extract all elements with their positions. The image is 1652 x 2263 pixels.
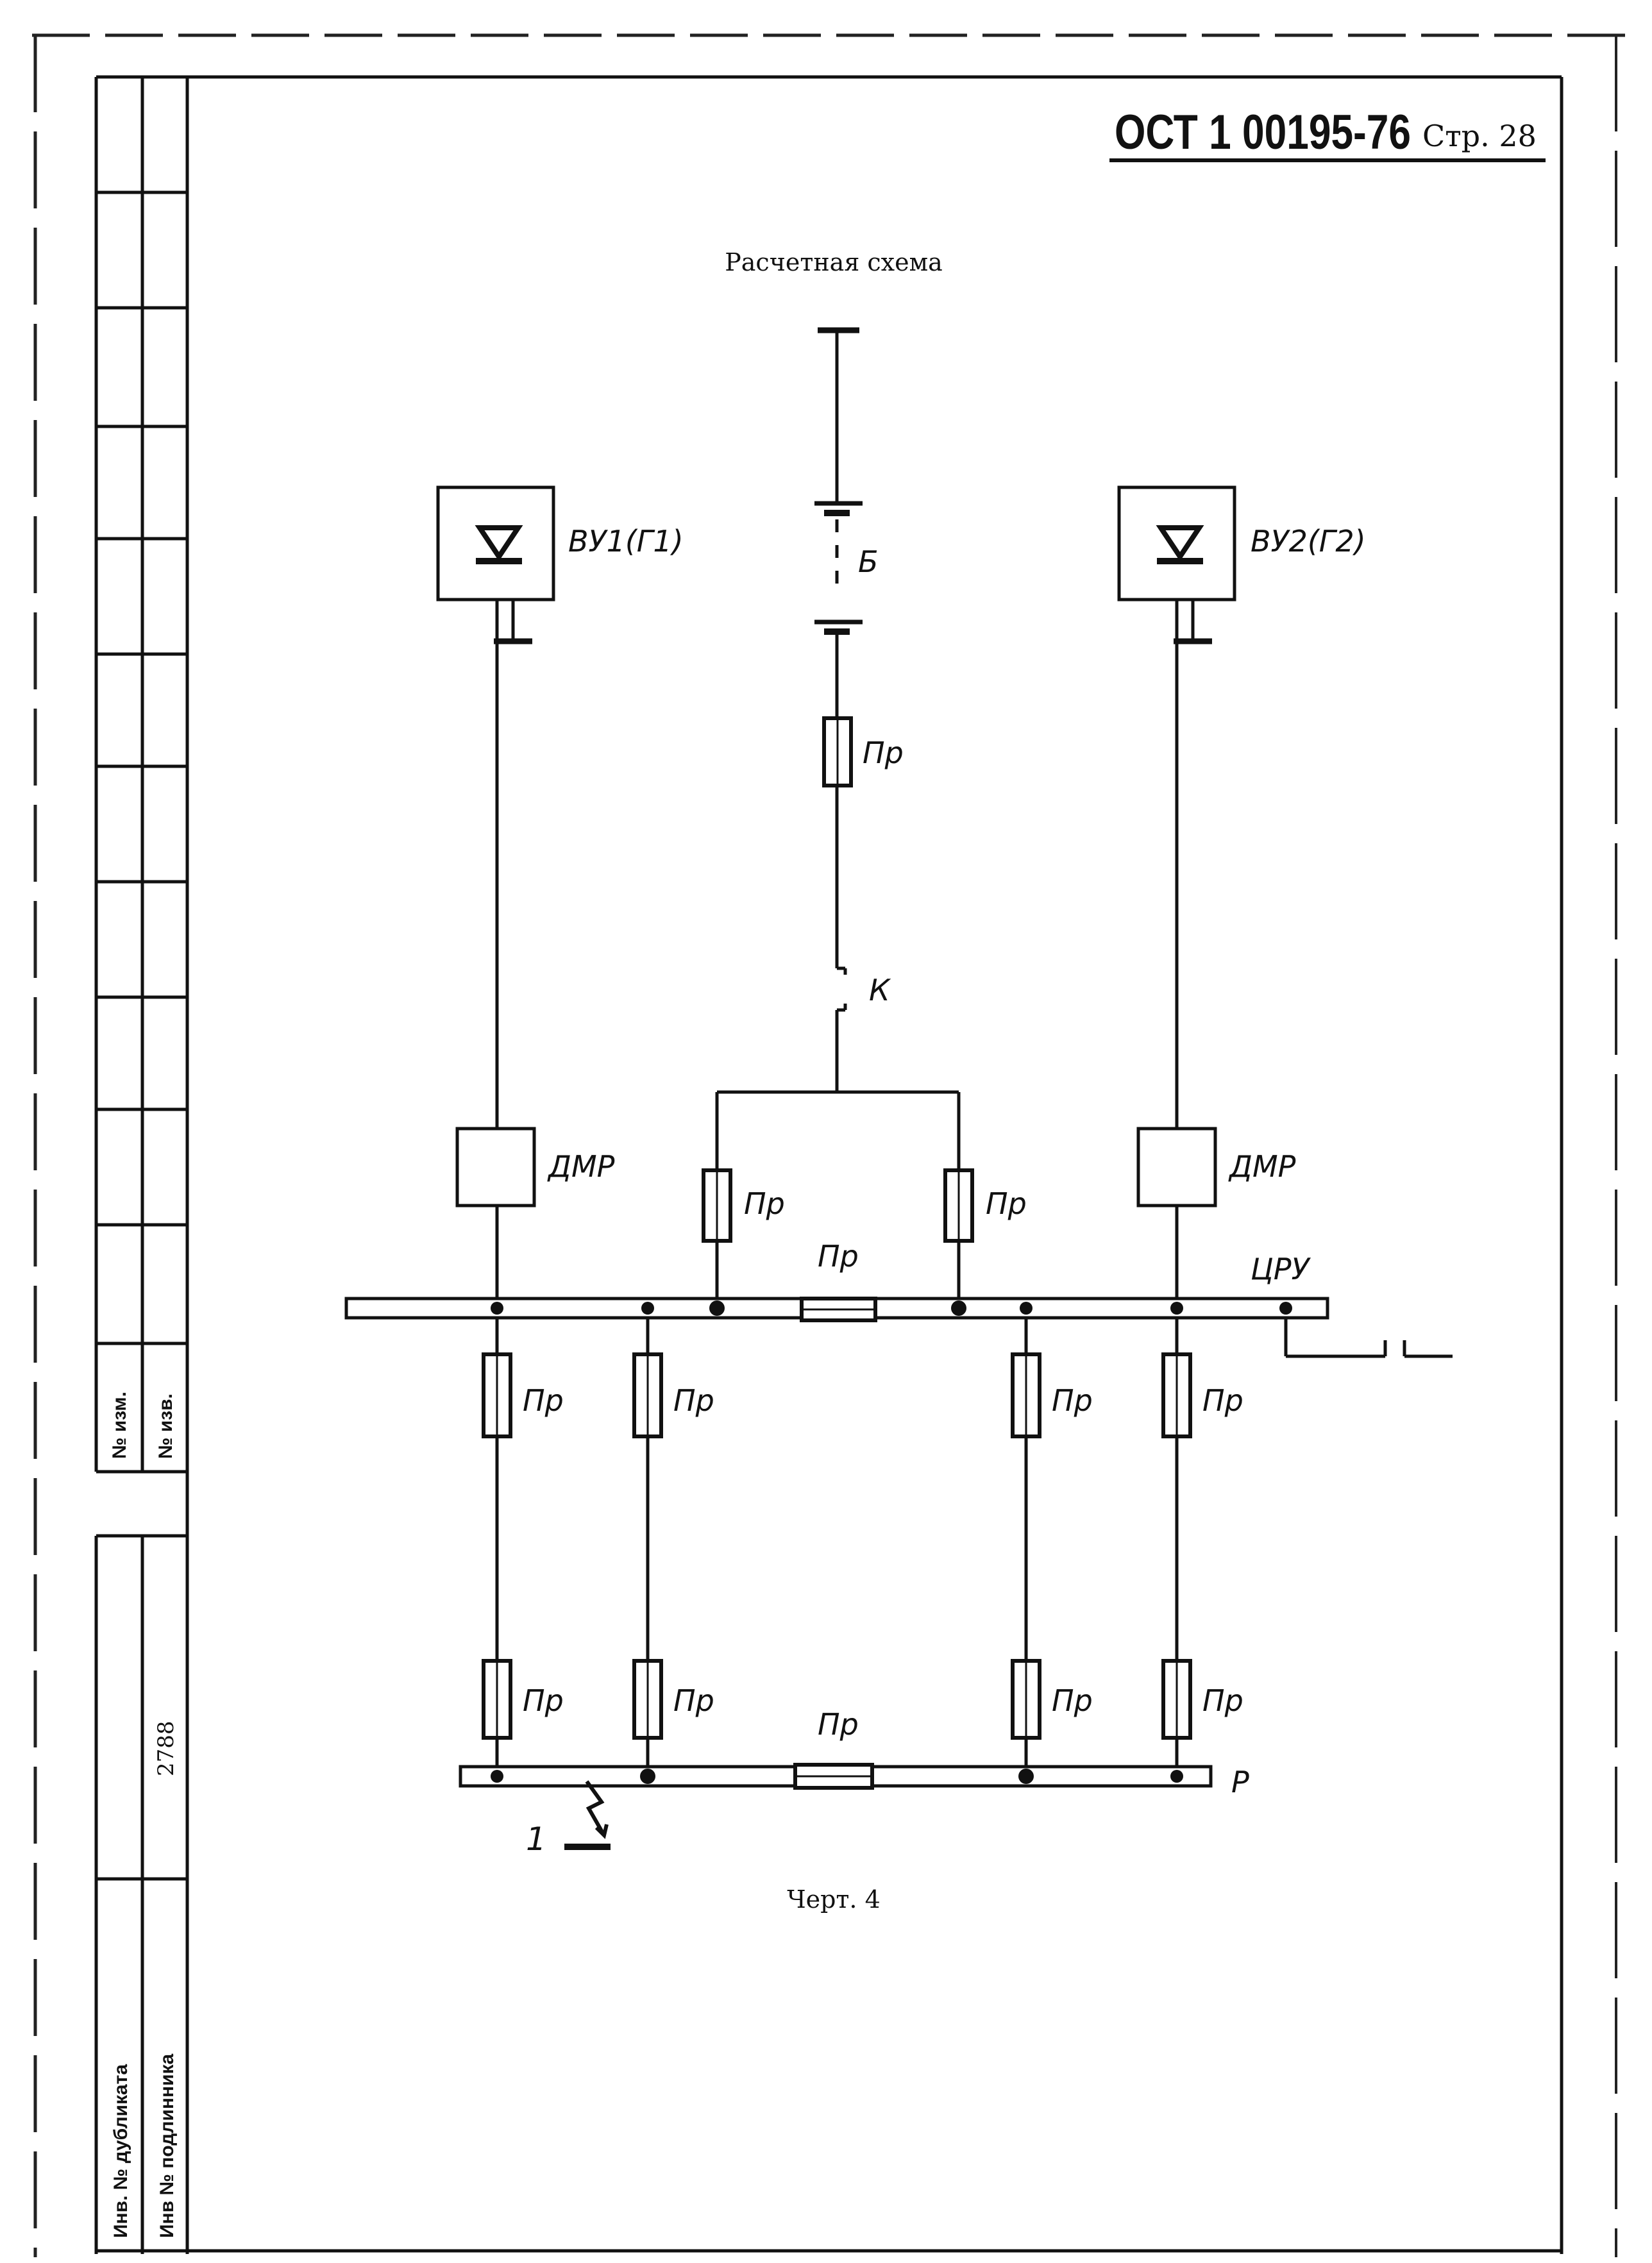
battery-symbol xyxy=(814,501,863,635)
rectifier-2-label: ВУ2(Г2) xyxy=(1251,524,1366,559)
fuse-label: Пр xyxy=(818,1239,859,1274)
fuse-feeder-1-bottom xyxy=(482,1659,512,1740)
relay-block-2 xyxy=(1136,1127,1217,1207)
page-number: Стр. 28 xyxy=(1422,119,1537,153)
inventory-number: 2788 xyxy=(153,1720,179,1776)
fuse-feeder-4-bottom xyxy=(1161,1659,1192,1740)
fuse-label: Пр xyxy=(523,1683,564,1718)
fuse-feeder-2-bottom xyxy=(632,1659,663,1740)
fuse-label: Пр xyxy=(744,1186,785,1221)
fuse-label: Пр xyxy=(673,1683,714,1718)
fuses xyxy=(482,716,1192,1790)
fuse-feeder-2-top xyxy=(632,1352,663,1438)
diagram-title: Расчетная схема xyxy=(725,248,943,276)
fuse-label: Пр xyxy=(1052,1383,1093,1418)
fuse-label: Пр xyxy=(1052,1683,1093,1718)
stamp-strip xyxy=(94,77,187,2254)
duplicate-inventory-label: Инв. № дубликата xyxy=(110,2064,131,2238)
main-bus-label: ЦРУ xyxy=(1251,1252,1311,1286)
fuse-label: Пр xyxy=(1202,1383,1243,1418)
inner-frame xyxy=(96,75,1564,2254)
fuse-main-tie xyxy=(800,1297,877,1322)
sheet-border xyxy=(32,33,1629,2257)
notice-number-label: № изв. xyxy=(155,1393,176,1459)
fuse-feeder-3-bottom xyxy=(1011,1659,1041,1740)
fuse-feeder-4-top xyxy=(1161,1352,1192,1438)
fuse-labels: Пр Пр Пр Пр Пр Пр Пр Пр Пр Пр Пр Пр Пр xyxy=(523,736,1243,1742)
fuse-label: Пр xyxy=(523,1383,564,1418)
switch-label: К xyxy=(869,973,891,1007)
fuse-upper-left xyxy=(702,1168,732,1243)
fuse-label: Пр xyxy=(818,1707,859,1742)
fuse-label: Пр xyxy=(986,1186,1027,1221)
rectifier-block-2 xyxy=(1117,485,1236,602)
fuse-distribution-tie xyxy=(793,1763,874,1790)
document-code: ОСТ 1 00195-76 xyxy=(1115,105,1411,160)
rectifier-block-1 xyxy=(436,485,555,602)
fuse-label: Пр xyxy=(1202,1683,1243,1718)
fuse-feeder-1-top xyxy=(482,1352,512,1438)
fuse-label: Пр xyxy=(673,1383,714,1418)
fault-point-label: 1 xyxy=(526,1821,546,1858)
relay-block-1 xyxy=(455,1127,536,1207)
fuse-feeder-3-top xyxy=(1011,1352,1041,1438)
original-inventory-label: Инв № подлинника xyxy=(156,2053,178,2238)
fuse-label: Пр xyxy=(863,736,904,770)
stamp-texts: № изм. № изв. 2788 Инв. № дубликата Инв … xyxy=(109,1392,179,2238)
distribution-bus-label: Р xyxy=(1231,1765,1249,1799)
fuse-upper-right xyxy=(943,1168,974,1243)
fuse-battery xyxy=(822,716,853,787)
change-number-label: № изм. xyxy=(109,1392,130,1459)
relay-1-label: ДМР xyxy=(547,1149,615,1184)
rectifier-1-label: ВУ1(Г1) xyxy=(568,524,684,559)
figure-caption: Черт. 4 xyxy=(787,1885,881,1914)
fault-symbol xyxy=(564,1780,611,1850)
battery-label: Б xyxy=(858,544,879,579)
page-header: ОСТ 1 00195-76 Стр. 28 xyxy=(1109,105,1546,162)
wiring xyxy=(494,327,1453,1779)
junction-dots xyxy=(491,1300,1292,1784)
relay-2-label: ДМР xyxy=(1228,1149,1296,1184)
